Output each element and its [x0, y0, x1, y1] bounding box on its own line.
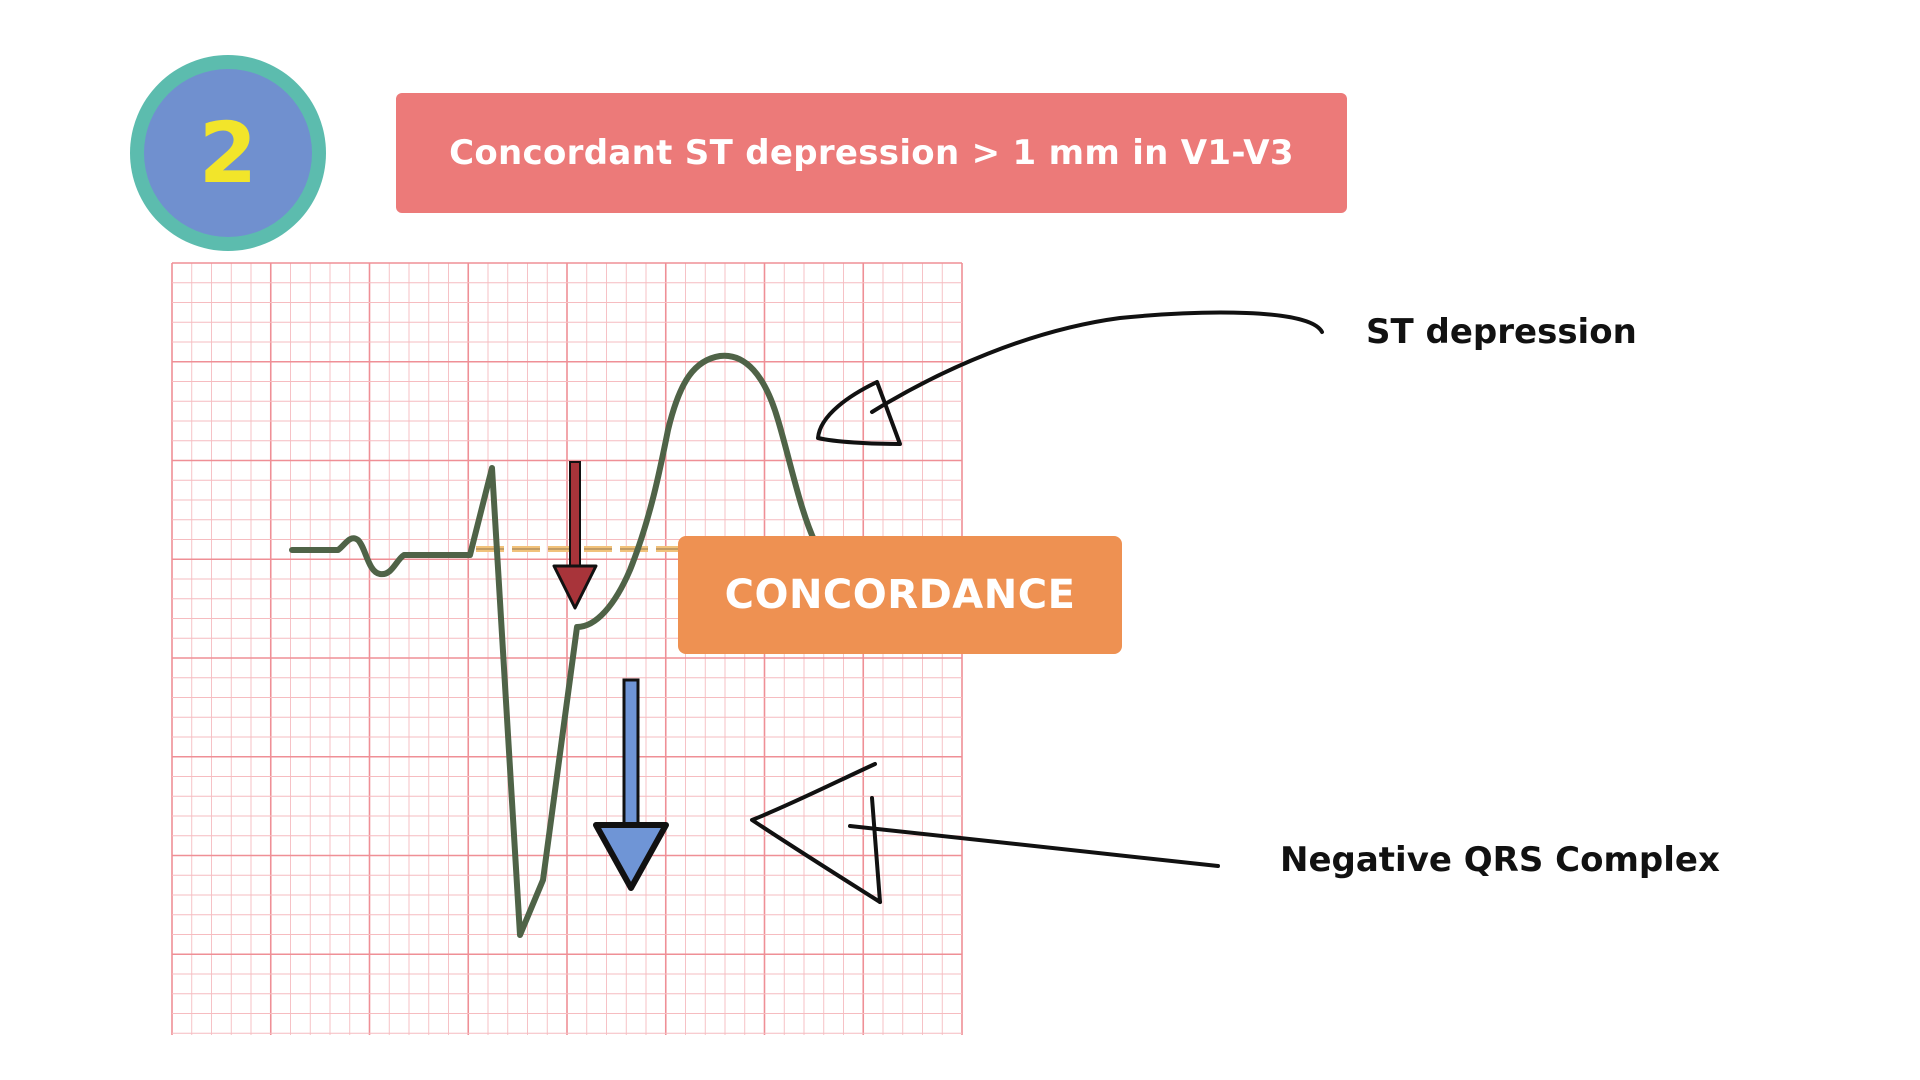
negative-qrs-label: Negative QRS Complex: [1280, 840, 1720, 880]
step-number: 2: [198, 104, 258, 202]
title-banner: Concordant ST depression > 1 mm in V1-V3: [396, 93, 1347, 213]
qrs-pointer-arrow: [750, 762, 1220, 904]
st-down-arrow: [552, 461, 598, 610]
st-pointer-arrow: [816, 310, 1324, 446]
step-badge: 2: [130, 55, 326, 251]
concordance-callout: CONCORDANCE: [678, 536, 1122, 654]
ecg-trace: [289, 352, 818, 938]
title-text: Concordant ST depression > 1 mm in V1-V3: [449, 133, 1294, 173]
step-badge-inner: 2: [144, 69, 312, 237]
qrs-down-arrow: [593, 678, 669, 891]
concordance-text: CONCORDANCE: [724, 572, 1076, 618]
st-depression-label: ST depression: [1366, 312, 1637, 352]
